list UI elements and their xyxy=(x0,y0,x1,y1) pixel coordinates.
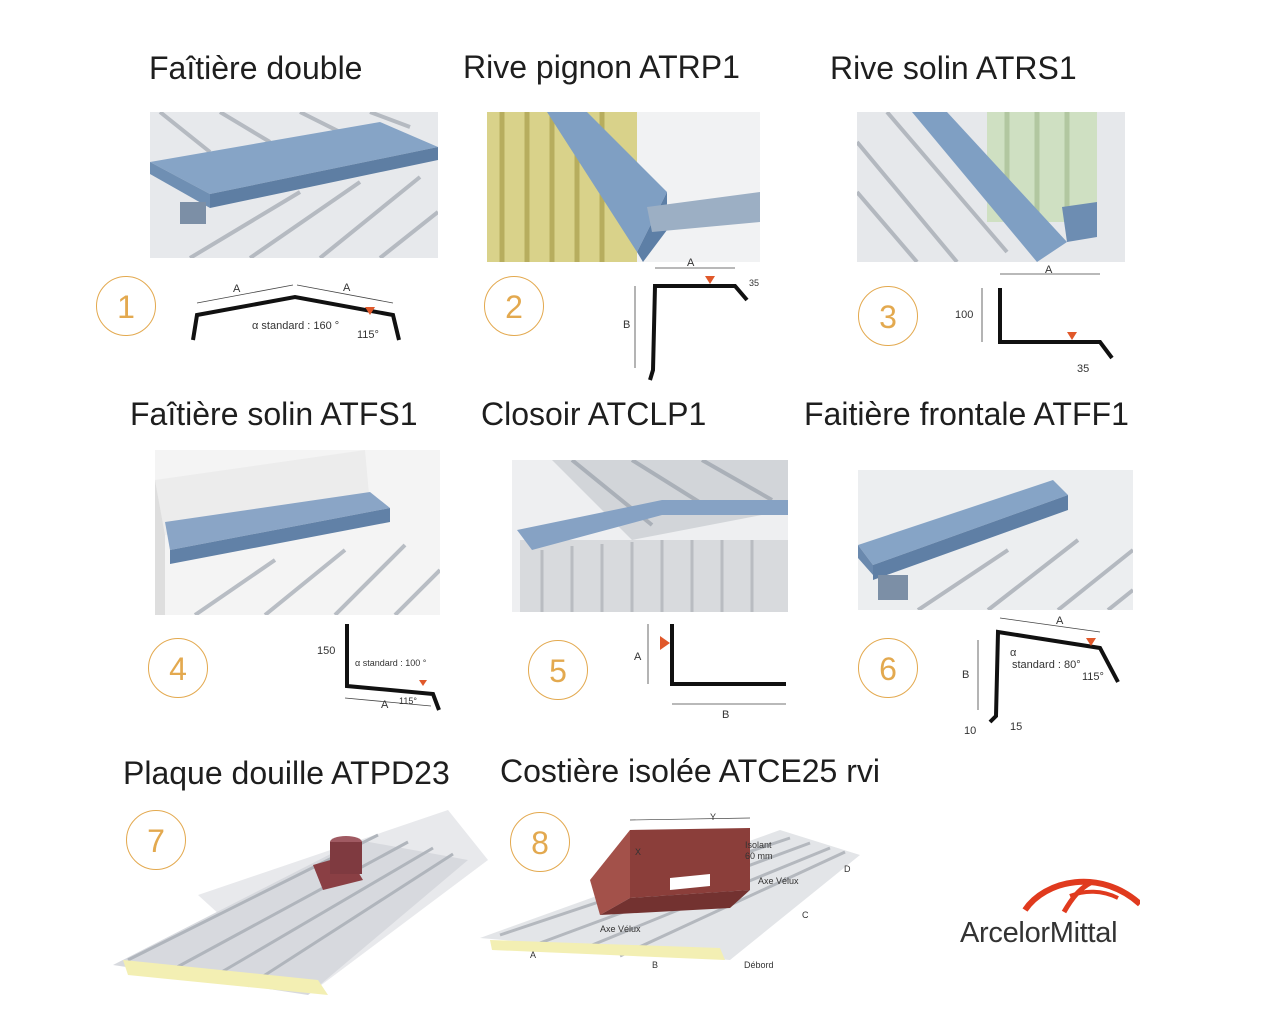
illustration-rive-solin xyxy=(857,112,1125,262)
dim-a: A xyxy=(1056,615,1064,627)
bend-label-1: 115° xyxy=(357,329,379,341)
illustration-faitiere-frontale xyxy=(858,470,1133,610)
dim-a: A xyxy=(530,950,536,960)
profile-drawing-1: A A α standard : 160 ° 115° xyxy=(191,282,401,341)
isolant-thickness: 60 mm xyxy=(745,851,773,861)
title-costiere-isolee: Costière isolée ATCE25 rvi xyxy=(500,753,880,789)
profile-drawing-2: A B 35 xyxy=(623,258,759,381)
dim-a: A xyxy=(687,258,695,269)
dim-b: B xyxy=(962,669,969,681)
dim-h: 150 xyxy=(317,645,335,657)
dim-d1: 10 xyxy=(964,725,976,737)
title-faitiere-frontale: Faitière frontale ATFF1 xyxy=(804,396,1129,432)
dim-h: 100 xyxy=(955,309,973,321)
dim-a1: A xyxy=(233,283,241,295)
angle-label-4: α standard : 100 ° xyxy=(355,658,427,668)
title-plaque-douille: Plaque douille ATPD23 xyxy=(123,755,450,791)
dim-d2: 15 xyxy=(1010,721,1022,733)
angle-label-1: α standard : 160 ° xyxy=(252,320,339,332)
illustration-rive-pignon xyxy=(487,112,760,262)
arcelormittal-logo-icon xyxy=(1022,878,1140,914)
dim-c: C xyxy=(802,910,809,920)
dim-a: A xyxy=(1045,264,1053,276)
axe-velux-label: Axe Vélux xyxy=(758,876,799,886)
illustration-costiere-isolee: Y X Isolant 60 mm Axe Vélux D C A B Débo… xyxy=(480,812,860,970)
dim-c: 35 xyxy=(1077,363,1089,375)
marker-triangle xyxy=(365,307,375,315)
dim-c: 35 xyxy=(749,278,759,288)
dim-d: D xyxy=(844,864,851,874)
dim-a2: A xyxy=(343,282,351,294)
number-badge-8: 8 xyxy=(510,812,570,872)
dim-x: X xyxy=(635,847,641,857)
dim-b: B xyxy=(652,960,658,970)
marker-triangle xyxy=(419,680,427,686)
number-badge-1: 1 xyxy=(96,276,156,336)
illustration-faitiere-solin xyxy=(155,450,440,615)
alpha-label: α xyxy=(1010,647,1017,659)
number-badge-5: 5 xyxy=(528,640,588,700)
title-rive-solin: Rive solin ATRS1 xyxy=(830,50,1077,86)
marker-triangle xyxy=(660,636,670,650)
title-closoir: Closoir ATCLP1 xyxy=(481,396,707,432)
number-badge-6: 6 xyxy=(858,638,918,698)
title-faitiere-solin: Faîtière solin ATFS1 xyxy=(130,396,418,432)
title-rive-pignon: Rive pignon ATRP1 xyxy=(463,49,740,85)
marker-triangle xyxy=(1067,332,1077,340)
number-badge-3: 3 xyxy=(858,286,918,346)
number-badge-7: 7 xyxy=(126,810,186,870)
title-faitiere-double: Faîtière double xyxy=(149,50,363,86)
marker-triangle xyxy=(1086,638,1096,646)
dim-b: B xyxy=(722,709,729,721)
debord-label: Débord xyxy=(744,960,774,970)
illustration-plaque-douille xyxy=(113,810,488,995)
dim-a: A xyxy=(634,651,642,663)
illustration-closoir xyxy=(512,460,788,612)
dim-a: A xyxy=(381,699,389,711)
isolant-label: Isolant xyxy=(745,840,772,850)
axe-velux-label-2: Axe Vélux xyxy=(600,924,641,934)
angle-label-6: standard : 80° xyxy=(1012,659,1081,671)
logo-text: ArcelorMittal xyxy=(960,917,1118,949)
number-badge-4: 4 xyxy=(148,638,208,698)
profile-drawing-5: A B xyxy=(634,624,786,721)
number-badge-2: 2 xyxy=(484,276,544,336)
bend-label-6: 115° xyxy=(1082,671,1104,683)
illustration-faitiere-double xyxy=(150,112,438,258)
dim-b: B xyxy=(623,319,630,331)
dim-y: Y xyxy=(710,812,716,822)
marker-triangle xyxy=(705,276,715,284)
profile-drawing-3: A 100 35 xyxy=(955,264,1114,375)
bend-label-4: 115° xyxy=(399,696,417,706)
profile-drawing-4: 150 α standard : 100 ° 115° A xyxy=(317,624,441,711)
profile-drawing-6: A B α standard : 80° 115° 10 15 xyxy=(962,615,1120,737)
